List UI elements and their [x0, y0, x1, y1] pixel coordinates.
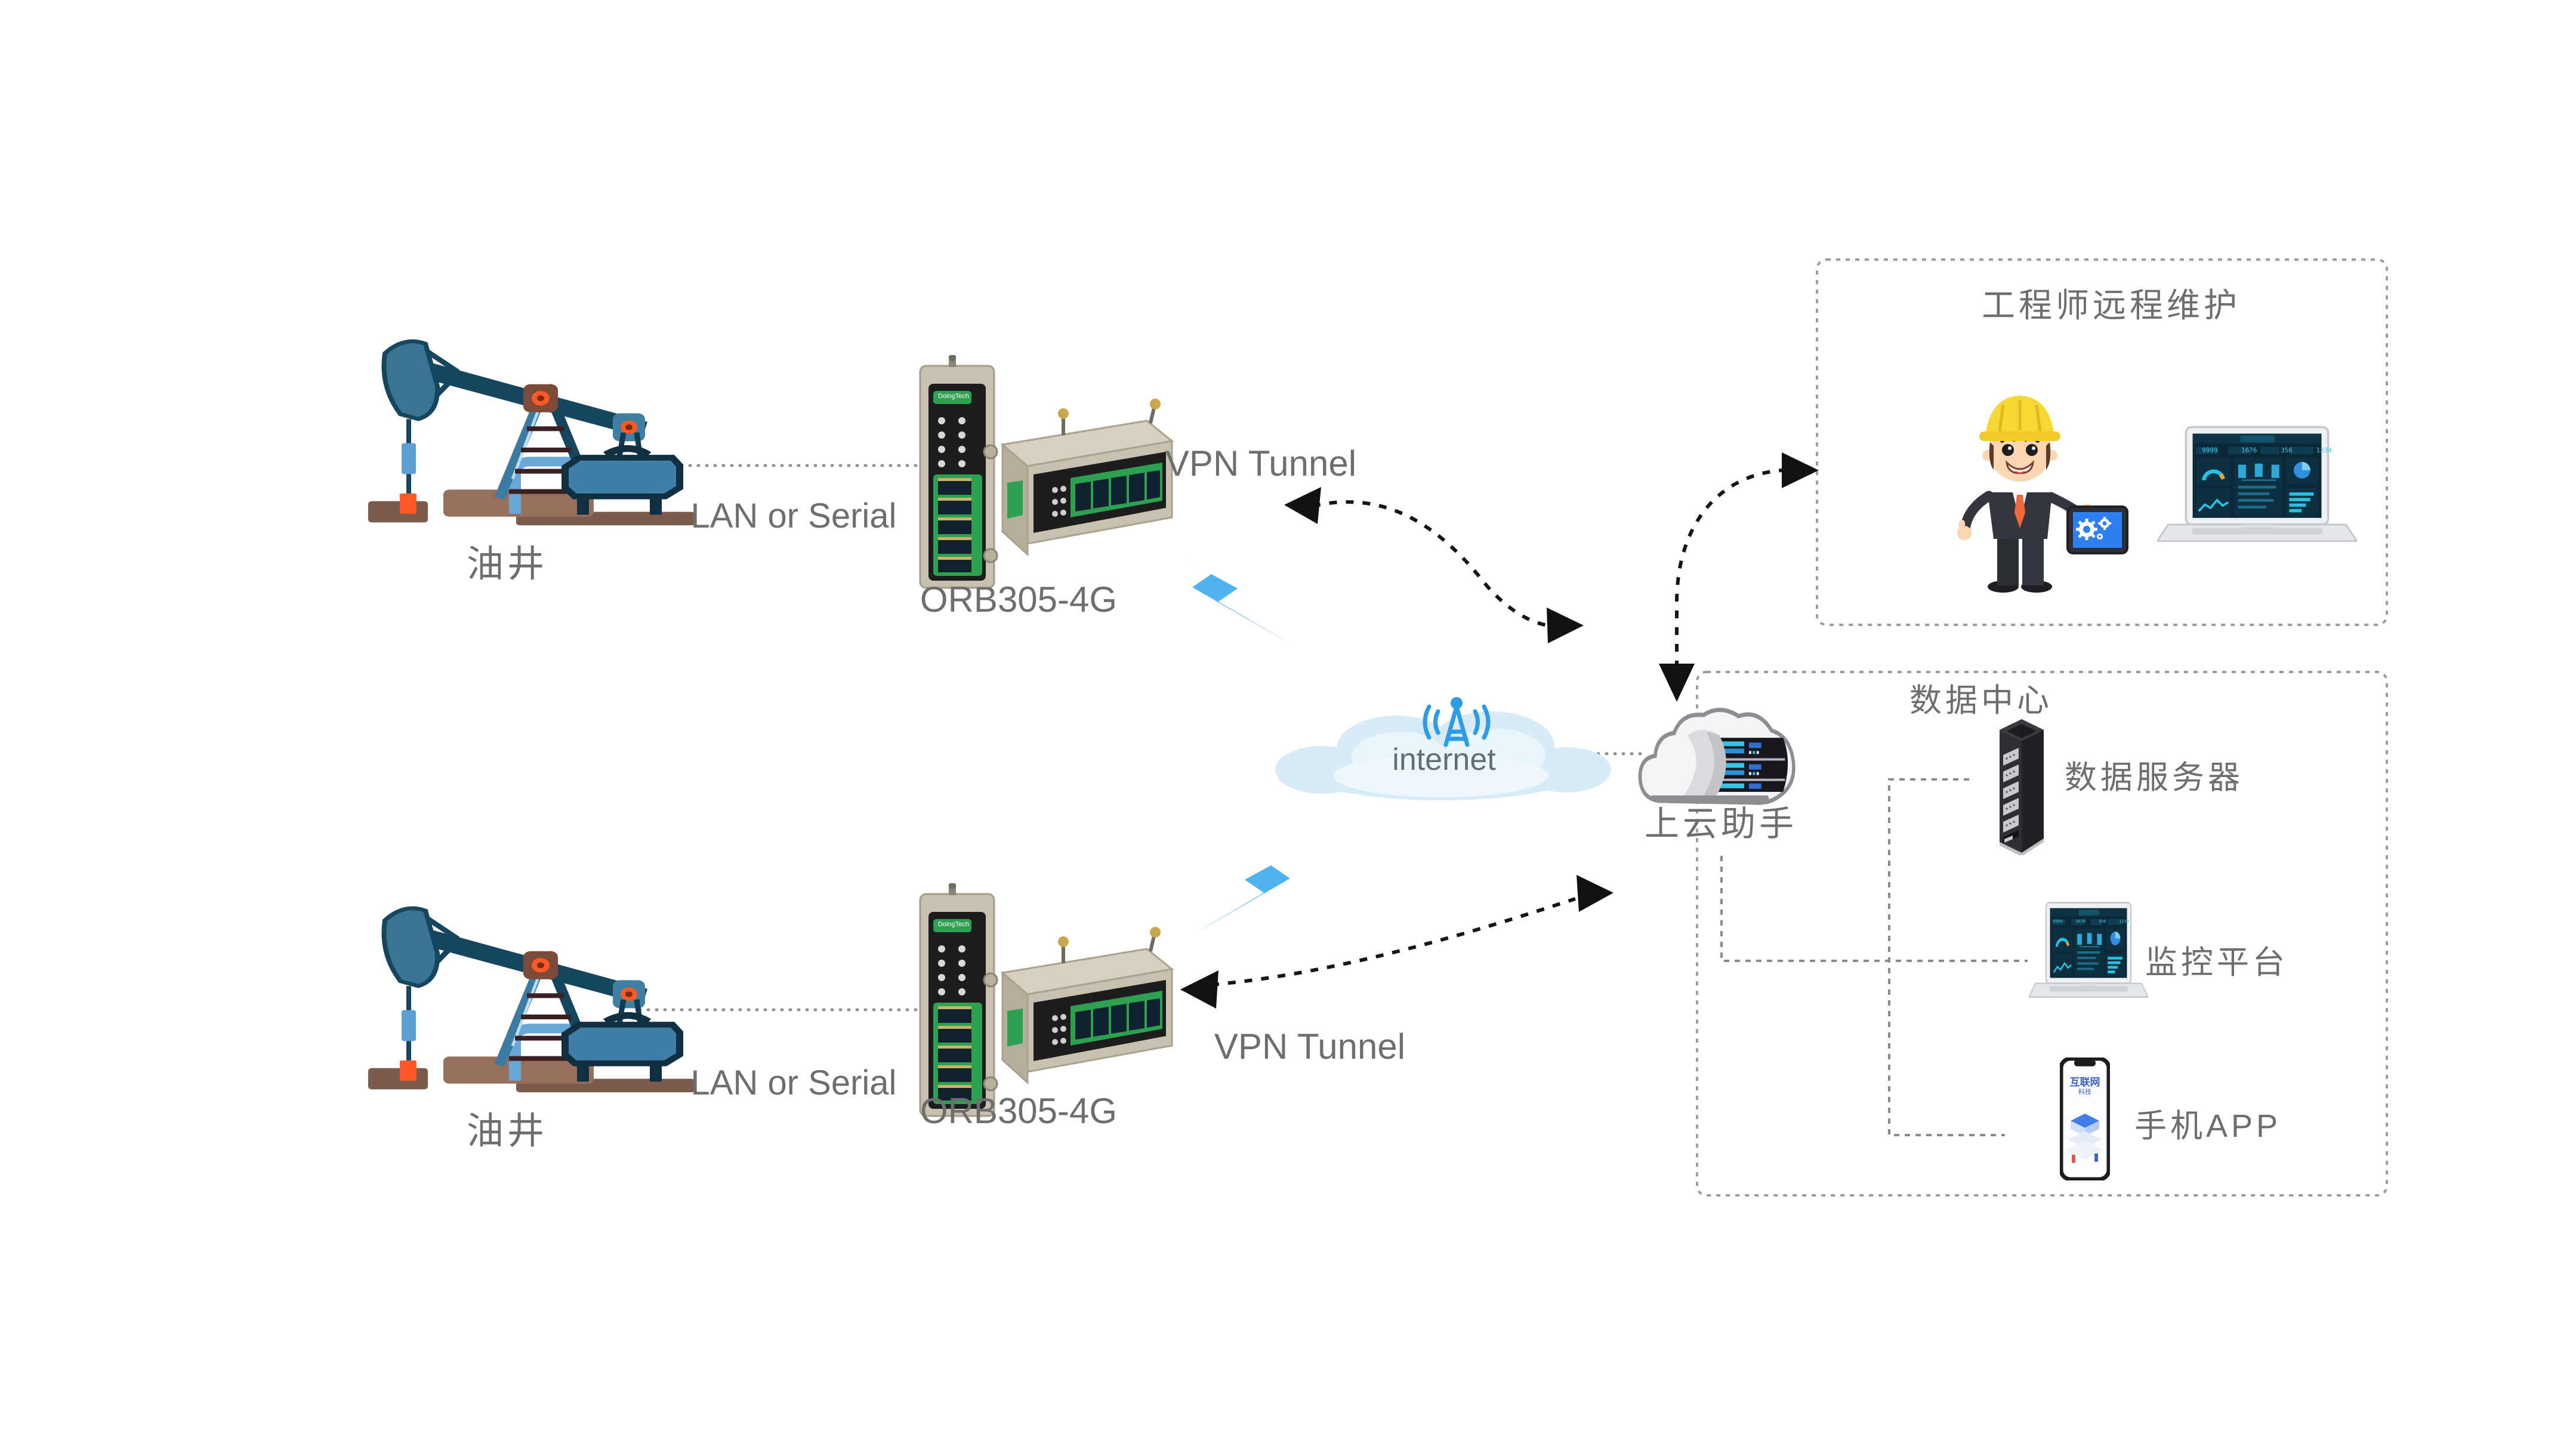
datacenter-box-border — [1696, 671, 2388, 1197]
vpn-arrowhead-1-left — [1284, 487, 1321, 524]
stat-value: 9999 — [2053, 919, 2063, 924]
lightning-bolt-2 — [1189, 836, 1326, 937]
router-model-label-1: ORB305-4G — [920, 579, 1118, 619]
data-server-label: 数据服务器 — [2065, 760, 2244, 796]
stat-value: 1676 — [2075, 919, 2086, 924]
engineer-cloud-link — [1675, 468, 1784, 685]
monitor-platform-label: 监控平台 — [2145, 945, 2288, 981]
datacenter-connector-tree — [1888, 778, 2005, 1136]
stat-value: 1234 — [2119, 919, 2129, 924]
lan-serial-label-1: LAN or Serial — [690, 497, 897, 535]
cloud-assistant-icon — [1636, 708, 1797, 807]
maintenance-laptop-stats: 9999 1676 356 1234 — [2202, 446, 2332, 454]
internet-label: internet — [1392, 742, 1496, 777]
lightning-bolt-1 — [1156, 544, 1294, 646]
engineer-link-arrow-right — [1782, 452, 1819, 488]
oil-well-label-1: 油井 — [466, 544, 548, 585]
mobile-app-label: 手机APP — [2134, 1108, 2282, 1144]
cloud-assistant-label: 上云助手 — [1644, 804, 1797, 843]
datacenter-box-title: 数据中心 — [1909, 683, 2053, 719]
router-brand-label-1: DoingTech — [938, 393, 969, 400]
monitor-laptop-stats: 9999 1676 356 1234 — [2053, 919, 2129, 924]
router-brand-label-2: DoingTech — [938, 921, 969, 928]
router-model-label-2: ORB305-4G — [920, 1091, 1118, 1131]
stat-value: 1234 — [2316, 446, 2332, 454]
engineer-link-arrow-down — [1659, 664, 1695, 702]
vpn-tunnel-label-1: VPN Tunnel — [1165, 443, 1357, 483]
stat-value: 9999 — [2202, 446, 2218, 454]
maintenance-laptop-icon — [2157, 424, 2357, 562]
vpn-arrowhead-2-left — [1180, 970, 1218, 1009]
cloud-to-platform-connector — [1720, 856, 2028, 962]
vpn-arrowhead-2-right — [1577, 875, 1614, 912]
phone-app-title: 互联网 — [2069, 1077, 2100, 1088]
vpn-arrowhead-1-right — [1547, 608, 1584, 643]
vpn-tunnel-curve-2 — [1211, 897, 1576, 986]
stat-value: 356 — [2098, 919, 2106, 924]
phone-screen-text: 互联网 科技 — [2065, 1077, 2105, 1097]
stat-value: 1676 — [2241, 446, 2257, 454]
engineer-box-border — [1816, 258, 2388, 626]
lan-serial-label-2: LAN or Serial — [690, 1063, 897, 1102]
oil-well-label-2: 油井 — [466, 1111, 548, 1152]
phone-app-subtitle: 科技 — [2078, 1089, 2091, 1096]
engineer-box-title: 工程师远程维护 — [1982, 286, 2241, 324]
stat-value: 356 — [2281, 446, 2293, 454]
engineer-icon — [1930, 379, 2133, 594]
vpn-tunnel-label-2: VPN Tunnel — [1214, 1026, 1406, 1066]
vpn-tunnel-curve-1 — [1312, 500, 1561, 628]
